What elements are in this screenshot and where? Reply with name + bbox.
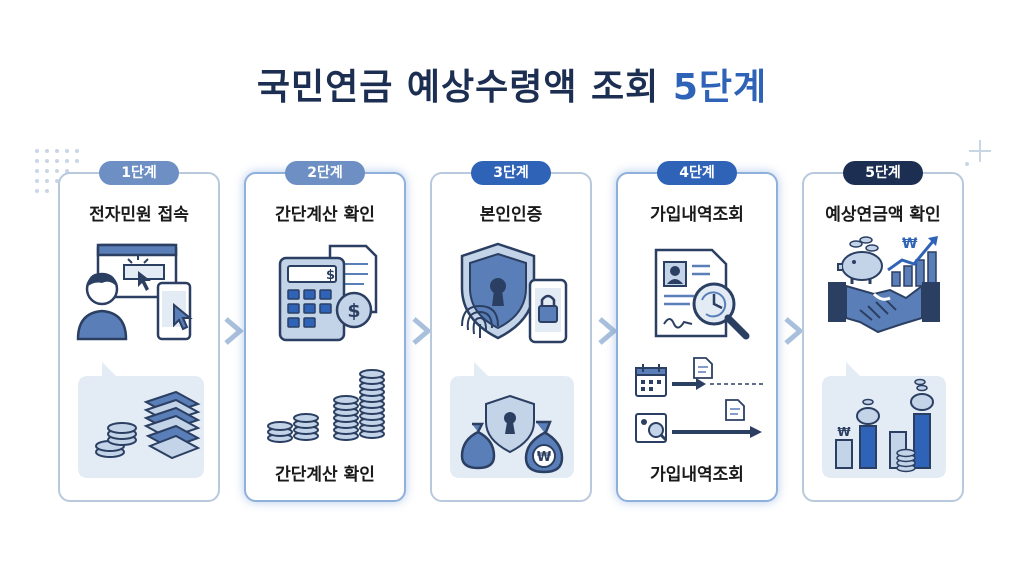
pension-handshake-icon: ₩ — [828, 236, 940, 334]
bar-won: ₩ — [837, 425, 851, 439]
step-3-badge: 3단계 — [471, 161, 551, 185]
sparkle-icon — [965, 140, 991, 166]
step-4-label: 가입내역조회 — [650, 205, 744, 225]
title-main: 국민연금 예상수령액 조회 — [256, 67, 660, 108]
savings-growth-icon: ₩ — [822, 362, 946, 478]
chart-won: ₩ — [902, 236, 918, 252]
step-5-label: 예상연금액 확인 — [825, 205, 941, 225]
step-1-badge: 1단계 — [99, 161, 179, 185]
arrow-step-4-5 — [784, 317, 804, 345]
calculator-dollar: $ — [326, 268, 335, 283]
step-1-label: 전자민원 접속 — [89, 205, 189, 225]
step-5-badge: 5단계 — [843, 161, 923, 185]
step-2-badge: 2단계 — [285, 161, 365, 185]
document-search-icon — [654, 248, 750, 340]
page-title: 국민연금 예상수령액 조회 5단계 — [0, 58, 1024, 110]
calculator-icon: $ $ — [278, 244, 378, 342]
arrow-step-2-3 — [412, 317, 432, 345]
title-accent: 5단계 — [672, 67, 768, 108]
step-3-label: 본인인증 — [479, 205, 543, 225]
step-2-label: 간단계산 확인 — [275, 205, 375, 225]
computer-access-icon — [76, 243, 193, 341]
security-shield-icon — [460, 242, 568, 344]
arrow-step-1-2 — [224, 317, 244, 345]
coin-dollar: $ — [347, 300, 360, 322]
records-timeline-icon — [635, 357, 764, 443]
money-bags-icon: ₩ — [450, 362, 574, 478]
step-4-badge: 4단계 — [657, 161, 737, 185]
step-4-label-bottom: 가입내역조회 — [650, 465, 744, 485]
money-cash-icon — [78, 362, 204, 478]
coin-stacks-icon — [267, 369, 385, 443]
arrow-step-3-4 — [598, 317, 618, 345]
step-2-label-bottom: 간단계산 확인 — [275, 465, 375, 485]
bag-won: ₩ — [537, 450, 552, 465]
